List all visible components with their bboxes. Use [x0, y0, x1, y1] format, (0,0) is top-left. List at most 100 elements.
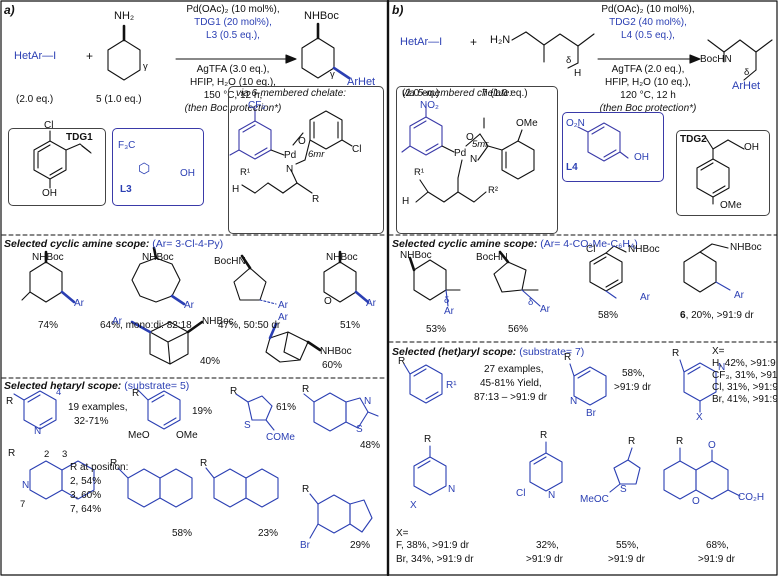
product-b-delta: δ — [744, 67, 750, 78]
amine-5-gamma: γ — [143, 61, 148, 72]
cyclic-a-yield-4: 51% — [340, 320, 361, 331]
tdg2-oh: OH — [744, 142, 759, 153]
product-b-bochn: BocHN — [700, 54, 732, 65]
chelate-a-n: N — [286, 164, 294, 175]
hetaryl-b-thb-r: R — [628, 436, 636, 447]
tdg2-ome: OMe — [720, 200, 742, 211]
hetaryl-a-pyr-r: R — [6, 396, 14, 407]
cyclic-a-yield-1: 74% — [38, 320, 59, 331]
scope-a-adamantane — [149, 321, 189, 365]
cond-b-1: Pd(OAc)₂ (10 mol%), — [601, 4, 695, 15]
product-a-ring — [301, 37, 335, 79]
hetaryl-a-quin-n: N — [22, 480, 30, 491]
cond-a-5: HFIP, H₂O (10 eq.), — [190, 77, 276, 88]
scope-a-benzothiazole — [313, 392, 347, 432]
panel-b-label: b) — [392, 3, 404, 17]
chelate-a-ring: 6mr — [308, 149, 325, 160]
cyclic-b-1-ar: Ar — [444, 306, 454, 317]
amine-5-nh2: NH₂ — [114, 10, 135, 22]
hetaryl-a-examples-1: 19 examples, — [68, 402, 128, 413]
hetaryl-b-chr-r: R — [676, 436, 684, 447]
scope-a-cyclohexane — [29, 261, 63, 303]
hetaryl-b-xp-r: R — [672, 348, 680, 359]
cyclic-b-4-ar: Ar — [734, 290, 744, 301]
chelate-b-o: O — [466, 132, 474, 143]
scope-a-quinoline-1 — [29, 460, 63, 500]
l3-label: L3 — [120, 184, 132, 195]
cond-b-4: AgTFA (2.0 eq.), — [611, 64, 685, 75]
hetaryl-b-x2-title: X= — [396, 528, 409, 539]
reagent-hetar-b: HetAr—I — [400, 36, 443, 48]
cyclic-b-4-nhboc: NHBoc — [730, 242, 762, 253]
eq-hetar-a: (2.0 eq.) — [16, 94, 54, 105]
cyclic-a-yield-5: 40% — [200, 356, 221, 367]
cond-b-5: HFIP, H₂O (10 eq.), — [605, 77, 691, 88]
hetaryl-a-imp-yield: 29% — [350, 540, 371, 551]
hetaryl-b-xp-x: X — [696, 412, 703, 423]
hetaryl-b-x-cf3: CF₃, 31%, >91:9 dr — [712, 370, 778, 381]
hetaryl-b-clp-n: N — [548, 490, 556, 501]
hetaryl-a-pym-yield: 19% — [192, 406, 213, 417]
chelate-b-r2: R² — [488, 185, 499, 196]
chelate-b-box — [396, 86, 558, 234]
hetaryl-b-2x-x: X — [410, 500, 417, 511]
cyclohexane-5 — [107, 39, 141, 81]
cyclic-b-yield-2: 56% — [508, 324, 529, 335]
hetaryl-b-x-cl: Cl, 31%, >91:9 dr — [712, 382, 778, 393]
chelate-b-ring: 5mr — [472, 139, 489, 150]
amine-7-delta: δ — [566, 55, 572, 66]
cyclic-a-4-ar: Ar — [366, 298, 376, 309]
cond-a-7: (then Boc protection*) — [184, 103, 282, 114]
chelate-b-r1: R¹ — [414, 167, 425, 178]
cyclic-b-yield-1: 53% — [426, 324, 447, 335]
hetaryl-b-thb-yield-1: 55%, — [616, 540, 639, 551]
hetaryl-b-clp-cl: Cl — [516, 488, 526, 499]
chelate-a-cf3: CF₃ — [248, 100, 266, 111]
cyclic-b-3-nhboc: NHBoc — [628, 244, 660, 255]
amine-7-h: H — [574, 68, 582, 79]
hetaryl-a-qx-yield: 58% — [172, 528, 193, 539]
chelate-a-pd: Pd — [284, 150, 297, 161]
l4-no2: O₂N — [566, 118, 585, 129]
product-b-chain — [707, 39, 773, 53]
scope-b-cyclopentane — [493, 261, 527, 293]
hetaryl-a-quin-2: 2 — [44, 449, 50, 460]
scope-b-benzene — [589, 252, 623, 292]
hetaryl-b-x-br: Br, 41%, >91:9 dr — [712, 394, 778, 405]
hetaryl-a-btz-s: S — [356, 424, 363, 435]
scope-b-bromopyridine — [573, 366, 607, 406]
chelate-a-r1: R¹ — [240, 167, 251, 178]
cyclic-a-1-ar: Ar — [74, 298, 84, 309]
scope-b-2xpyridine — [413, 456, 447, 496]
hetaryl-b-arene-r: R — [398, 356, 406, 367]
cyclic-a-6-nhboc: NHBoc — [320, 346, 352, 357]
hetaryl-a-pyr-n: N — [34, 426, 42, 437]
chelate-b-n: N — [470, 154, 478, 165]
hetaryl-b-examples-1: 27 examples, — [484, 364, 544, 375]
scope-b-chromone — [663, 460, 697, 500]
tdg1-cl: Cl — [44, 120, 54, 131]
cond-a-1: Pd(OAc)₂ (10 mol%), — [186, 4, 280, 15]
cyclic-b-1-nhboc: NHBoc — [400, 250, 432, 261]
chelate-a-r: R — [312, 194, 320, 205]
hetaryl-b-2x-r: R — [424, 434, 432, 445]
amine-7-h2n: H₂N — [490, 34, 511, 46]
hetaryl-a-qz-r: R — [200, 458, 208, 469]
l3-ring-icon: ⬡ — [138, 160, 151, 176]
scope-b-arene — [409, 364, 443, 404]
hetaryl-a-pos-3: 3, 60% — [70, 490, 102, 501]
hetaryl-b-arene-r1: R¹ — [446, 380, 457, 391]
eq-amine-5: 5 (1.0 eq.) — [96, 94, 142, 105]
chelate-b-title: via 5-membered chelate: — [402, 88, 513, 99]
hetaryl-a-imp-r: R — [302, 484, 310, 495]
hetaryl-a-pos-7: 7, 64% — [70, 504, 102, 515]
hetaryl-b-chr-yield-2: >91:9 dr — [698, 554, 735, 565]
l4-box — [562, 112, 664, 182]
hetaryl-b-2x-n: N — [448, 484, 456, 495]
tdg1-oh: OH — [42, 188, 57, 199]
cyclic-b-3-ar: Ar — [640, 292, 650, 303]
scope-a-pyrimidine — [147, 390, 181, 430]
product-a-gamma: γ — [330, 69, 335, 80]
